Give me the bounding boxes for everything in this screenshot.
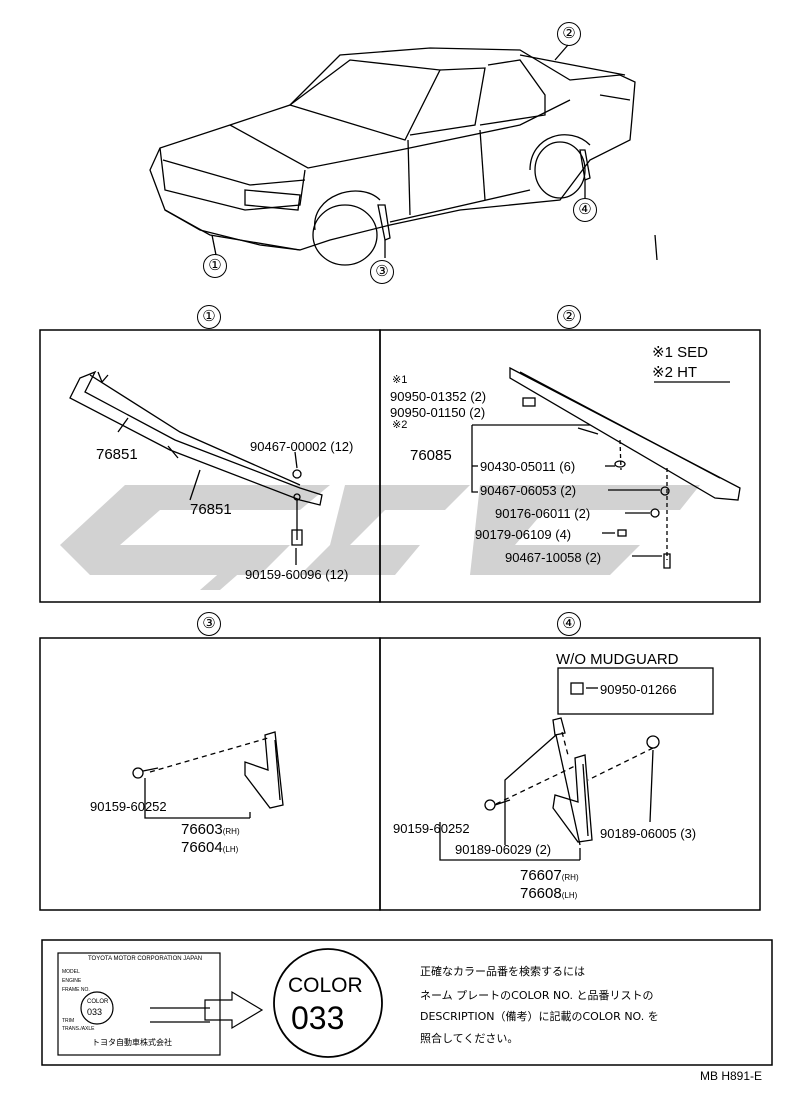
rear-spoiler-drawing xyxy=(471,366,741,569)
part-90950-01150: 90950-01150 (2) xyxy=(390,405,486,420)
color-badge-label: COLOR xyxy=(288,974,363,997)
part-90430-05011: 90430-05011 (6) xyxy=(480,459,576,474)
rear-mudguard-drawing xyxy=(132,731,284,819)
part-76608-number: 76608 xyxy=(520,885,562,902)
nameplate-code-small: 033 xyxy=(87,1007,103,1017)
nameplate-color-small: COLOR xyxy=(87,999,109,1005)
instruction-line-1: 正確なカラー品番を検索するには xyxy=(420,965,585,978)
legend-ht: ※2 HT xyxy=(652,364,698,381)
part-76604-number: 76604 xyxy=(181,839,223,856)
part-76085: 76085 xyxy=(410,447,452,464)
color-badge-code: 033 xyxy=(291,1000,345,1036)
wo-mudguard-label: W/O MUDGUARD xyxy=(556,651,679,668)
rh-suffix: (RH) xyxy=(561,873,579,882)
panel-frames xyxy=(39,329,773,1066)
part-90467-00002: 90467-00002 (12) xyxy=(250,439,354,454)
nameplate-maker-jp: トヨタ自動車株式会社 xyxy=(92,1038,172,1047)
nameplate-drawing xyxy=(57,948,383,1058)
part-76603: 76603(RH) xyxy=(181,822,240,837)
part-76851-bottom: 76851 xyxy=(190,501,232,518)
nameplate-trans: TRANS./AXLE xyxy=(62,1026,95,1032)
legend-sed: ※1 SED xyxy=(652,344,708,361)
part-90159-60096: 90159-60096 (12) xyxy=(245,567,349,582)
panel4-header: ④ xyxy=(557,612,581,636)
part-90176-06011: 90176-06011 (2) xyxy=(495,506,591,521)
part-90950-01266: 90950-01266 xyxy=(600,682,677,697)
instruction-line-4: 照合してください。 xyxy=(420,1032,519,1045)
callout-2: ② xyxy=(557,22,581,46)
front-spoiler-drawing xyxy=(69,370,323,565)
part-76607: 76607(RH) xyxy=(520,868,579,883)
lh-suffix: (LH) xyxy=(561,891,578,900)
instruction-line-2: ネーム プレートのCOLOR NO. と品番リストの xyxy=(420,989,654,1002)
callout-3: ③ xyxy=(370,260,394,284)
part-90467-06053: 90467-06053 (2) xyxy=(480,483,577,498)
part-90179-06109: 90179-06109 (4) xyxy=(475,527,572,542)
footer-code: MB H891-E xyxy=(700,1069,763,1083)
part-76603-number: 76603 xyxy=(181,821,223,838)
note-1: ※1 xyxy=(392,374,408,386)
instruction-line-3: DESCRIPTION（備考）に記載のCOLOR NO. を xyxy=(420,1010,659,1023)
front-mudguard-drawing xyxy=(439,667,714,861)
part-90159-60252-p3: 90159-60252 xyxy=(90,799,167,814)
lh-suffix: (LH) xyxy=(222,845,239,854)
note-2: ※2 xyxy=(392,419,408,431)
part-76607-number: 76607 xyxy=(520,867,562,884)
part-90189-06005: 90189-06005 (3) xyxy=(600,826,697,841)
rh-suffix: (RH) xyxy=(222,827,240,836)
part-76604: 76604(LH) xyxy=(181,840,238,855)
panel1-header: ① xyxy=(197,305,221,329)
part-90189-06029: 90189-06029 (2) xyxy=(455,842,552,857)
nameplate-engine: ENGINE xyxy=(62,978,82,984)
callout-4: ④ xyxy=(573,198,597,222)
part-90159-60252-p4: 90159-60252 xyxy=(393,821,470,836)
nameplate-frame: FRAME NO. xyxy=(62,987,90,993)
panel2-header: ② xyxy=(557,305,581,329)
car-illustration xyxy=(149,44,658,266)
watermark-logo xyxy=(60,485,700,590)
nameplate-maker: TOYOTA MOTOR CORPORATION JAPAN xyxy=(88,956,203,962)
part-76608: 76608(LH) xyxy=(520,886,577,901)
panel3-header: ③ xyxy=(197,612,221,636)
part-90950-01352: 90950-01352 (2) xyxy=(390,389,487,404)
nameplate-model: MODEL xyxy=(62,969,80,975)
nameplate-trim: TRIM xyxy=(62,1018,75,1024)
callout-1: ① xyxy=(203,254,227,278)
part-76851-top: 76851 xyxy=(96,446,138,463)
part-90467-10058: 90467-10058 (2) xyxy=(505,550,602,565)
